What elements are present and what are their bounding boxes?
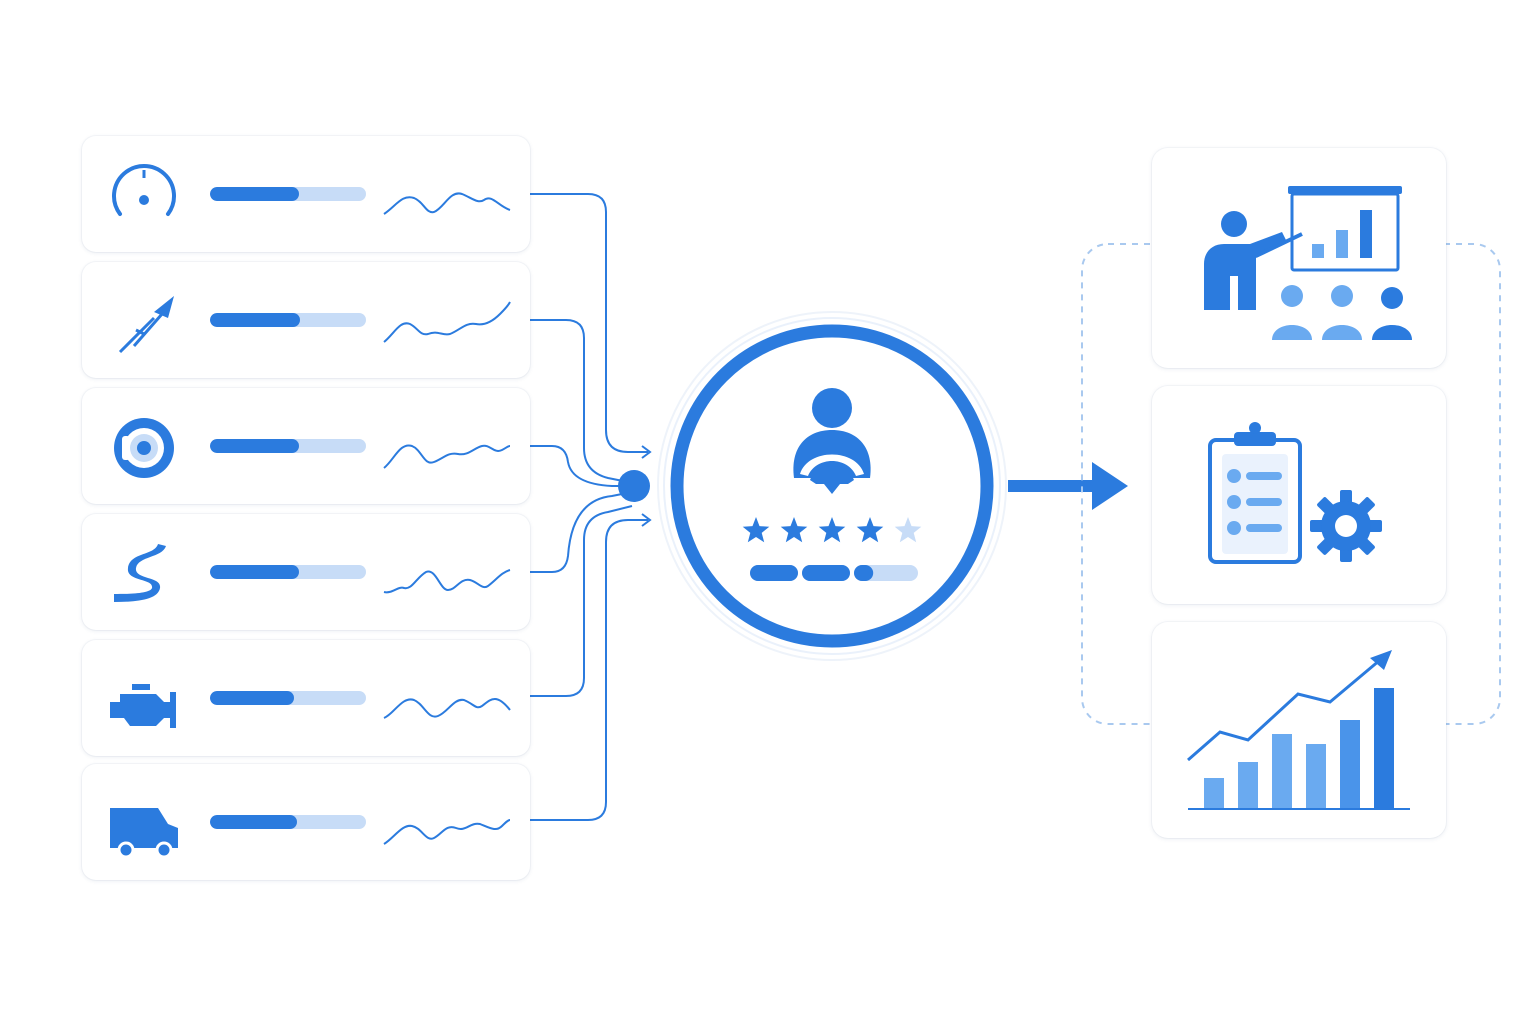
gear-icon [1310, 490, 1382, 562]
input-card-vehicle [82, 764, 530, 880]
brake-disc-icon [114, 418, 174, 478]
input-level-bar [210, 187, 366, 201]
driver-score-ring [670, 324, 994, 648]
engine-icon [110, 684, 176, 728]
input-level-fill [210, 815, 298, 829]
input-trend-line [383, 569, 511, 594]
input-level-bar [210, 313, 366, 327]
growth-chart-icon [1187, 650, 1410, 810]
acceleration-arrow-icon [118, 296, 174, 354]
checklist-settings-icon [1208, 422, 1382, 564]
training-presentation-icon [1204, 186, 1412, 340]
output-card-growth [1152, 622, 1446, 838]
input-card-engine [82, 640, 530, 756]
input-card-acceleration [82, 262, 530, 378]
input-level-fill [210, 565, 299, 579]
connector-line-2 [530, 319, 629, 483]
input-level-bar [210, 691, 366, 705]
connector-line-6 [530, 519, 648, 821]
input-level-bar [210, 815, 366, 829]
input-card-speed [82, 136, 530, 252]
speedometer-icon [112, 164, 176, 216]
input-level-bar [210, 565, 366, 579]
delivery-van-icon [110, 808, 178, 859]
connector-line-1 [530, 193, 648, 453]
input-level-fill [210, 691, 295, 705]
input-level-fill [210, 439, 299, 453]
input-card-route [82, 514, 530, 630]
input-level-fill [210, 187, 299, 201]
input-trend-line [383, 444, 511, 469]
connector-line-5 [530, 505, 633, 697]
connector-line-3 [530, 445, 632, 487]
output-arrow [1008, 462, 1128, 510]
input-trend-line [383, 301, 511, 343]
input-level-fill [210, 313, 301, 327]
input-level-bar [210, 439, 366, 453]
connector-line-4 [530, 491, 633, 573]
input-card-braking [82, 388, 530, 504]
output-card-training [1152, 148, 1446, 368]
input-trend-line [383, 819, 511, 845]
output-card-checklist [1152, 386, 1446, 604]
merge-hub [618, 470, 650, 502]
input-trend-line [383, 192, 511, 215]
input-trend-line [383, 698, 511, 719]
winding-road-icon [114, 544, 166, 602]
